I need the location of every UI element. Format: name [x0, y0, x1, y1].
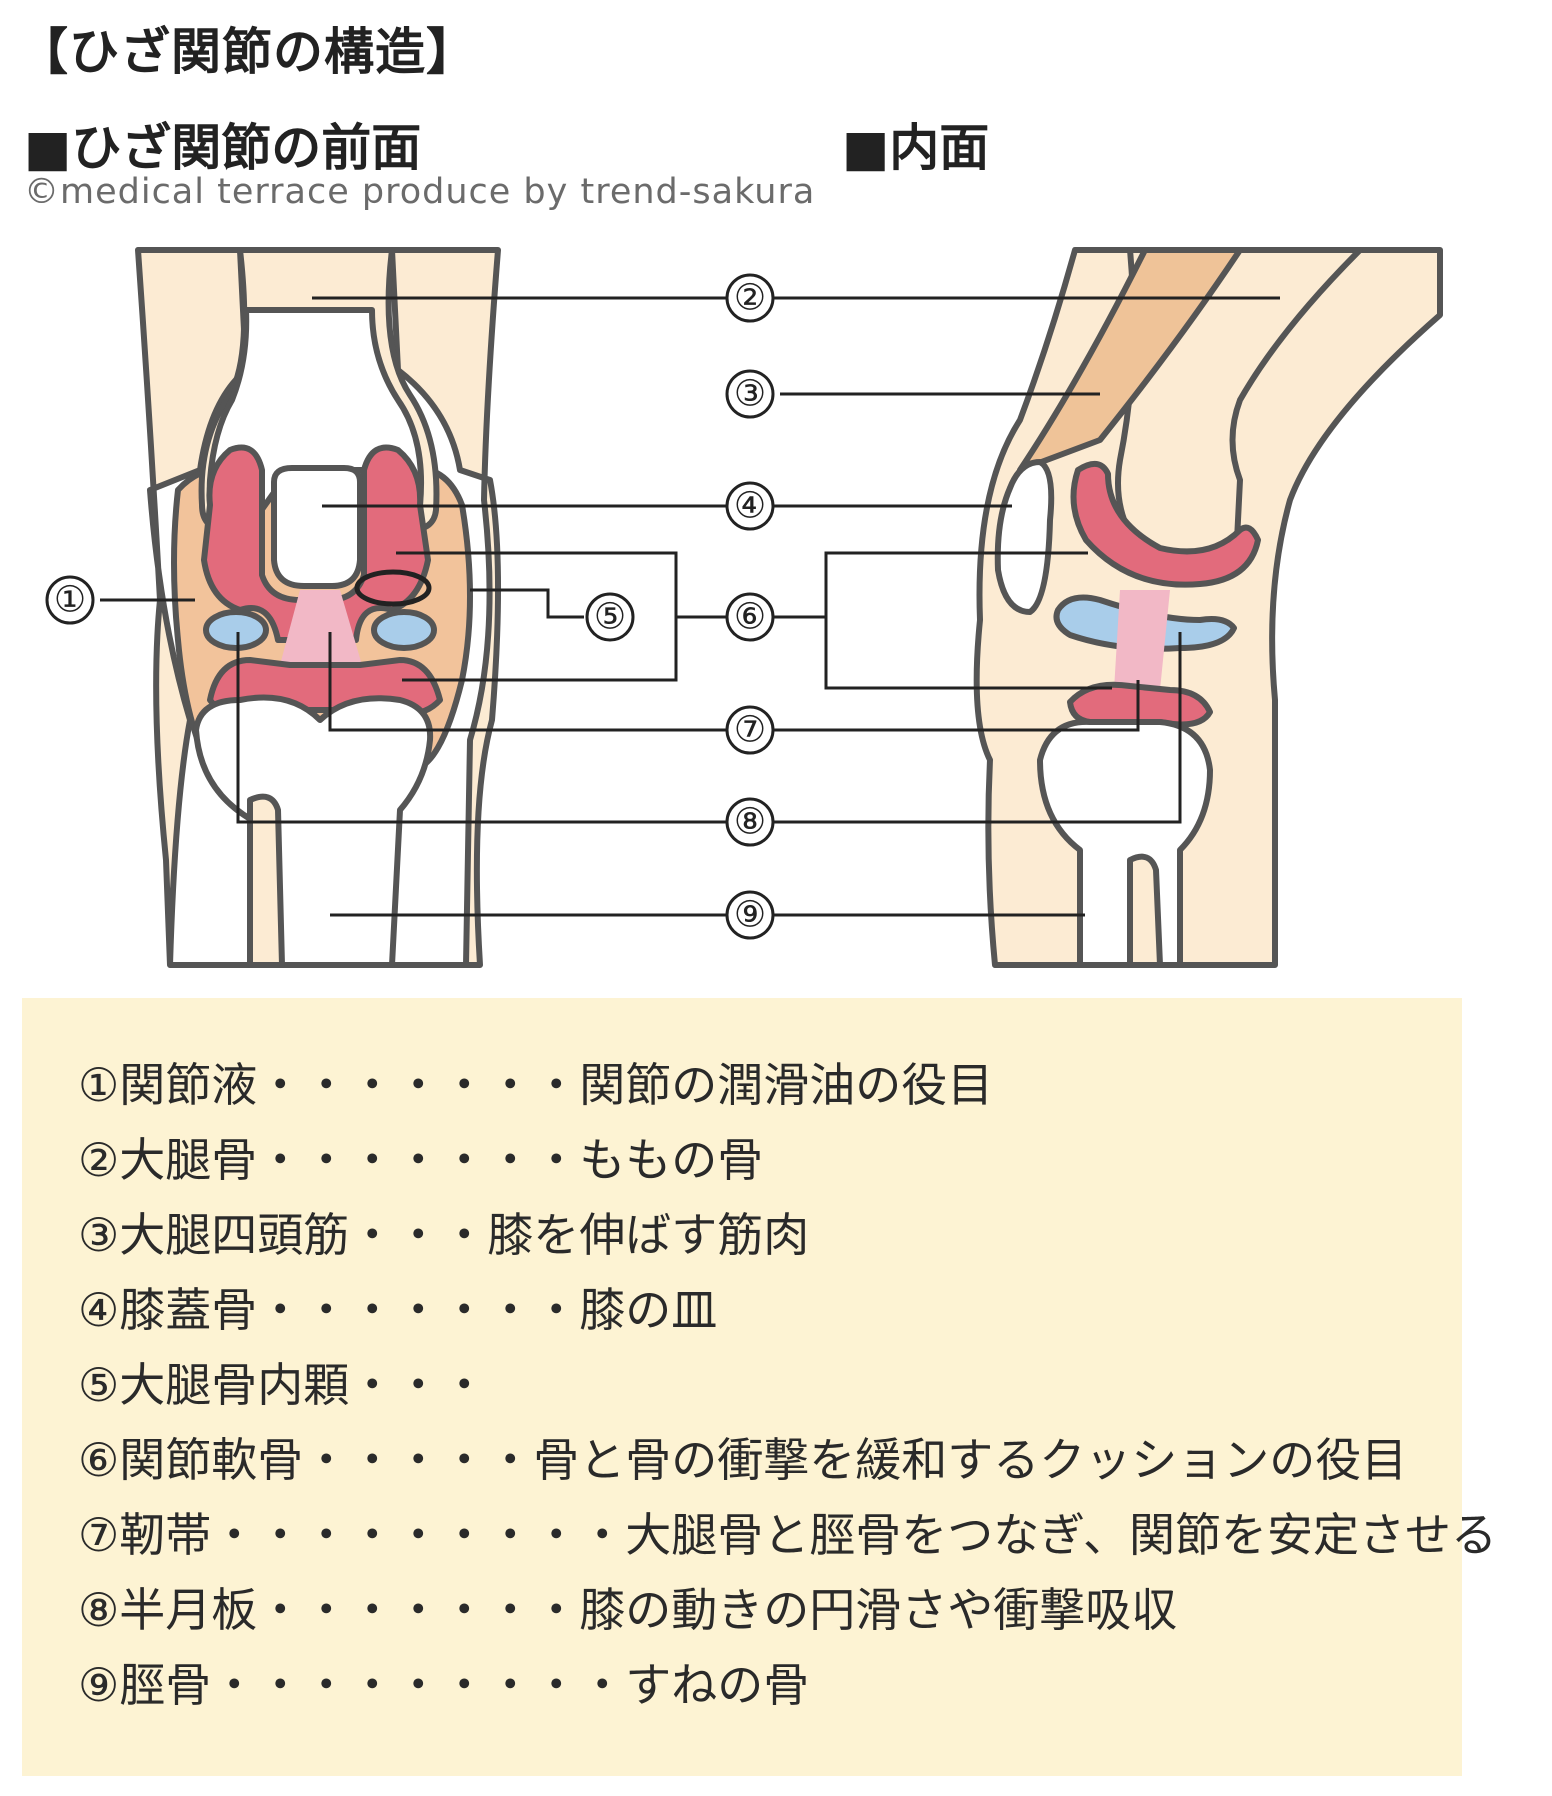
legend-term: ④膝蓋骨・・・・・・・: [78, 1283, 579, 1337]
callout-9-label: ⑨: [734, 895, 766, 936]
callout-6-label: ⑥: [734, 597, 766, 638]
callout-9: ⑨: [727, 892, 773, 938]
front-meniscus-right: [374, 612, 434, 648]
legend-desc: 膝を伸ばす筋肉: [487, 1208, 809, 1262]
legend-desc: 大腿骨と脛骨をつなぎ、関節を安定させる: [625, 1508, 1497, 1562]
callout-8-label: ⑧: [734, 802, 766, 843]
callout-7-label: ⑦: [734, 710, 766, 751]
callout-3-label: ③: [734, 374, 766, 415]
legend-term: ⑧半月板・・・・・・・: [78, 1583, 579, 1637]
legend-item-1: ①関節液・・・・・・・関節の潤滑油の役目: [78, 1048, 1462, 1123]
legend-item-6: ⑥関節軟骨・・・・・骨と骨の衝撃を緩和するクッションの役目: [78, 1423, 1462, 1498]
legend-panel: ①関節液・・・・・・・関節の潤滑油の役目 ②大腿骨・・・・・・・ももの骨 ③大腿…: [22, 998, 1462, 1776]
legend-term: ②大腿骨・・・・・・・: [78, 1133, 579, 1187]
legend-list: ①関節液・・・・・・・関節の潤滑油の役目 ②大腿骨・・・・・・・ももの骨 ③大腿…: [22, 998, 1462, 1723]
callout-1-label: ①: [54, 580, 86, 621]
callout-4: ④: [727, 483, 773, 529]
legend-term: ⑨脛骨・・・・・・・・・: [78, 1658, 625, 1712]
callout-2: ②: [727, 275, 773, 321]
legend-term: ⑦靭帯・・・・・・・・・: [78, 1508, 625, 1562]
legend-item-2: ②大腿骨・・・・・・・ももの骨: [78, 1123, 1462, 1198]
legend-item-8: ⑧半月板・・・・・・・膝の動きの円滑さや衝撃吸収: [78, 1573, 1462, 1648]
legend-desc: 膝の皿: [579, 1283, 717, 1337]
legend-item-5: ⑤大腿骨内顆・・・: [78, 1348, 1462, 1423]
legend-item-7: ⑦靭帯・・・・・・・・・大腿骨と脛骨をつなぎ、関節を安定させる: [78, 1498, 1462, 1573]
legend-desc: 関節の潤滑油の役目: [579, 1058, 993, 1112]
callout-8: ⑧: [727, 799, 773, 845]
legend-item-9: ⑨脛骨・・・・・・・・・すねの骨: [78, 1648, 1462, 1723]
front-intercondylar-notch: [274, 468, 360, 586]
inner-fibula: [1130, 857, 1160, 965]
legend-desc: すねの骨: [625, 1658, 809, 1712]
legend-desc: 骨と骨の衝撃を緩和するクッションの役目: [533, 1433, 1407, 1487]
callout-1: ①: [47, 577, 93, 623]
callout-7: ⑦: [727, 707, 773, 753]
legend-term: ⑤大腿骨内顆・・・: [78, 1358, 487, 1412]
legend-desc: 膝の動きの円滑さや衝撃吸収: [579, 1583, 1177, 1637]
front-meniscus-left: [206, 612, 266, 648]
callout-2-label: ②: [734, 278, 766, 319]
callout-3: ③: [727, 371, 773, 417]
callout-5: ⑤: [587, 594, 633, 640]
inner-tibia-cartilage: [1070, 685, 1210, 725]
front-tibia: [196, 698, 430, 966]
callout-5-label: ⑤: [594, 597, 626, 638]
callout-6: ⑥: [727, 594, 773, 640]
knee-diagram: ① ② ③ ④ ⑤ ⑥ ⑦ ⑧: [0, 0, 1552, 980]
legend-term: ⑥関節軟骨・・・・・: [78, 1433, 533, 1487]
legend-desc: ももの骨: [579, 1133, 763, 1187]
front-view: [138, 250, 498, 965]
legend-item-4: ④膝蓋骨・・・・・・・膝の皿: [78, 1273, 1462, 1348]
inner-view: [977, 250, 1440, 965]
legend-term: ③大腿四頭筋・・・: [78, 1208, 487, 1262]
legend-item-3: ③大腿四頭筋・・・膝を伸ばす筋肉: [78, 1198, 1462, 1273]
callout-4-label: ④: [734, 486, 766, 527]
legend-term: ①関節液・・・・・・・: [78, 1058, 579, 1112]
